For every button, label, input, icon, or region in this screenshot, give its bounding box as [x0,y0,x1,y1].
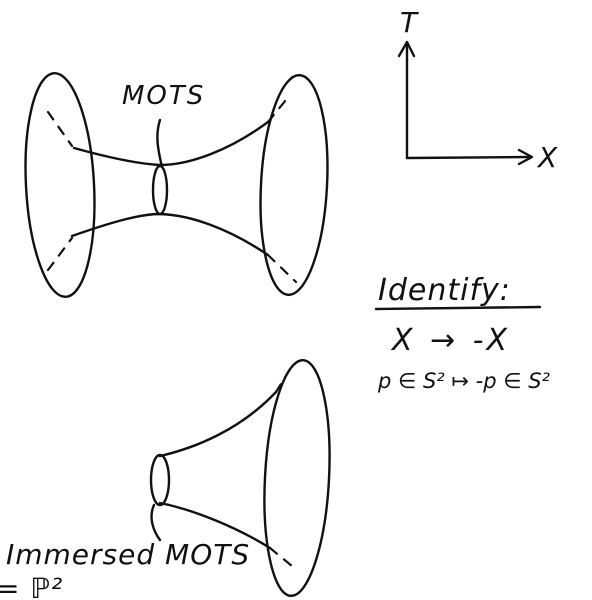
mots-throat-circle [153,166,167,214]
bottom-disc [259,358,335,597]
identify-block: Identify: X → -X p ∈ S² ↦ -p ∈ S² [376,273,551,393]
rp2-label: = ℙ² [0,572,63,600]
mots-label: MOTS [122,81,205,111]
left-disc [20,71,100,298]
quotient-figure: Immersed MOTS = ℙ² [0,358,335,600]
identify-heading: Identify: [378,273,511,308]
upper-flare-line [160,392,276,456]
mots-pointer-line [157,120,162,167]
two-sided-throat-figure: MOTS [20,71,333,298]
lower-left-hidden-line [48,238,72,270]
lower-throat-line [72,214,268,255]
t-axis-label: T [400,6,419,39]
axes: T X [399,6,558,174]
immersed-mots-circle [151,455,169,505]
immersed-pointer-line [152,505,160,540]
x-axis-line [407,157,530,158]
upper-throat-line [74,122,268,165]
x-axis-label: X [536,141,558,174]
immersed-mots-label: Immersed MOTS [6,538,250,571]
lower-flare-hidden-line [270,548,292,566]
upper-right-hidden-line [268,95,290,122]
right-disc [255,73,332,296]
upper-left-hidden-line [48,112,72,146]
identify-rule-p: p ∈ S² ↦ -p ∈ S² [377,369,551,393]
identify-rule-x: X → -X [390,323,511,358]
